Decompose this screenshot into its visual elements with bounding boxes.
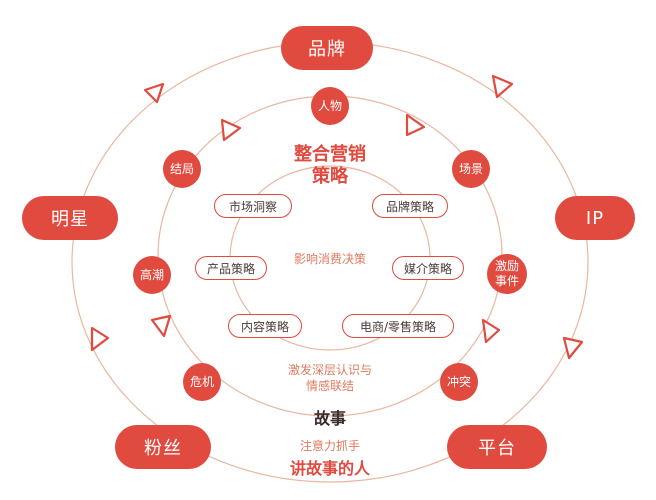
arrow-triangle-icon bbox=[150, 314, 172, 338]
node-scene: 场景 bbox=[452, 150, 490, 188]
arrow-triangle-icon bbox=[481, 318, 501, 344]
strategy-product: 产品策略 bbox=[195, 256, 267, 280]
strategy-brand: 品牌策略 bbox=[372, 194, 448, 218]
node-crisis: 危机 bbox=[183, 363, 221, 401]
arrow-triangle-icon bbox=[90, 326, 110, 352]
node-incentive-event: 激励事件 bbox=[487, 254, 527, 294]
node-incentive-label: 激励事件 bbox=[494, 259, 519, 288]
pill-fans: 粉丝 bbox=[115, 425, 211, 469]
strategy-ecommerce-retail: 电商/零售策略 bbox=[342, 314, 454, 338]
inner-title: 整合营销 策略 bbox=[280, 144, 380, 188]
strategy-content: 内容策略 bbox=[228, 314, 302, 338]
inner-title-line1: 整合营销 bbox=[294, 144, 366, 165]
story-label: 故事 bbox=[313, 409, 346, 428]
pill-celebrity: 明星 bbox=[22, 196, 118, 240]
arrow-triangle-icon bbox=[562, 336, 584, 360]
arrow-triangle-icon bbox=[405, 113, 426, 137]
node-ending: 结局 bbox=[163, 150, 201, 188]
strategy-market-insight: 市场洞察 bbox=[214, 194, 292, 218]
storyteller-label: 讲故事的人 bbox=[289, 459, 370, 478]
node-conflict: 冲突 bbox=[440, 363, 478, 401]
emotion-text: 激发深层认识与 情感联结 bbox=[268, 362, 392, 394]
node-climax: 高潮 bbox=[133, 256, 171, 294]
strategy-media: 媒介策略 bbox=[392, 256, 464, 280]
arrow-triangle-icon bbox=[220, 118, 242, 142]
inner-title-line2: 策略 bbox=[312, 166, 348, 187]
attention-text: 注意力抓手 bbox=[299, 439, 360, 453]
pill-brand: 品牌 bbox=[281, 26, 373, 70]
pill-ip: IP bbox=[555, 196, 635, 240]
arrow-triangle-icon bbox=[143, 82, 165, 104]
emotion-line2: 情感联结 bbox=[305, 379, 354, 393]
emotion-line1: 激发深层认识与 bbox=[287, 363, 372, 377]
node-person: 人物 bbox=[311, 87, 349, 125]
center-text: 影响消费决策 bbox=[293, 252, 366, 266]
pill-platform: 平台 bbox=[447, 425, 547, 469]
arrow-triangle-icon bbox=[491, 74, 514, 99]
